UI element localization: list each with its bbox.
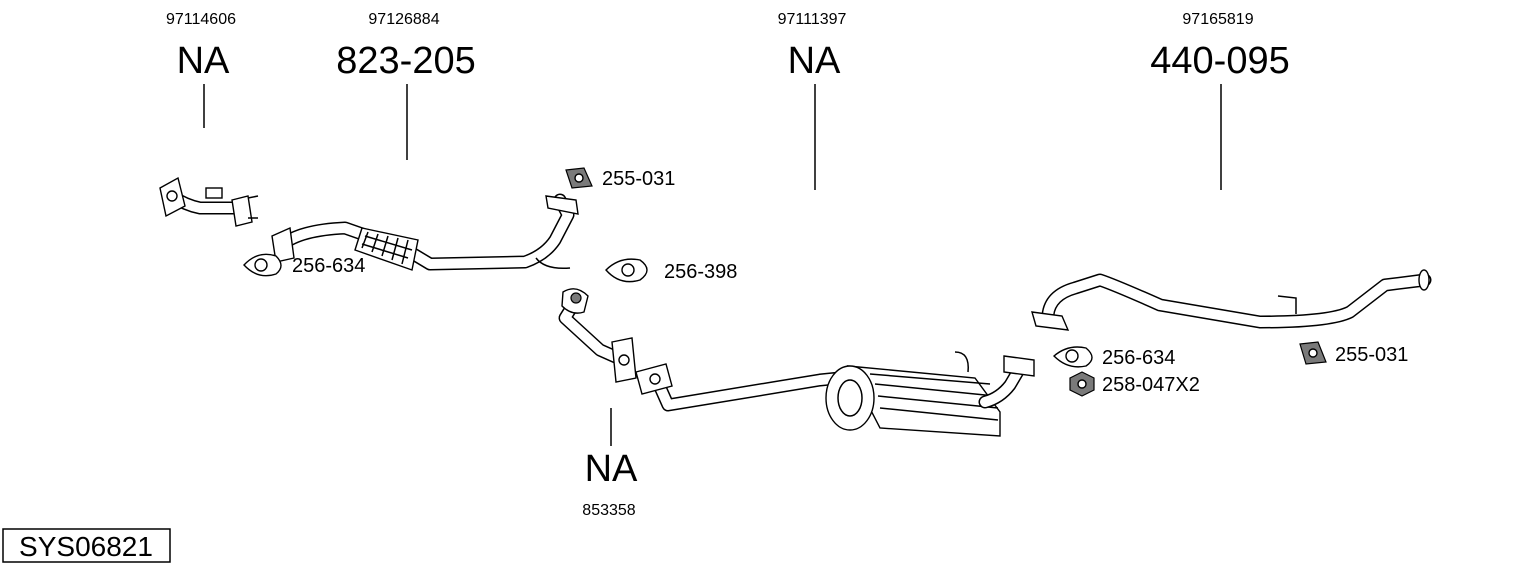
label-mount-right: 255-031 — [1335, 344, 1408, 366]
part-number-rear-pipe[interactable]: 440-095 — [1150, 40, 1289, 82]
oem-number-front-pipe: 97114606 — [166, 11, 236, 28]
nut-right[interactable] — [1069, 371, 1095, 397]
label-gasket-right: 256-634 — [1102, 347, 1175, 369]
part-number-down-pipe[interactable]: NA — [585, 448, 638, 490]
oem-number-flex-pipe: 97126884 — [368, 11, 439, 28]
front-pipe[interactable] — [159, 176, 259, 227]
oem-number-rear-pipe: 97165819 — [1182, 11, 1253, 28]
diagram-id-box: SYS06821 — [2, 528, 171, 563]
part-number-flex-pipe[interactable]: 823-205 — [336, 40, 475, 82]
middle-silencer[interactable] — [825, 351, 1035, 437]
intermediate-pipe[interactable] — [635, 363, 847, 412]
label-nut-right: 258-047X2 — [1102, 374, 1200, 396]
diagram-id: SYS06821 — [19, 531, 153, 562]
gasket-right[interactable] — [1052, 346, 1093, 368]
oem-number-down-pipe: 853358 — [582, 502, 635, 519]
rear-pipe[interactable] — [1031, 269, 1432, 331]
part-number-middle-silencer[interactable]: NA — [788, 40, 841, 82]
gasket-center[interactable] — [605, 258, 648, 283]
mount-right[interactable] — [1299, 341, 1327, 365]
oem-number-middle-silencer: 97111397 — [778, 11, 847, 28]
flex-braid — [354, 227, 419, 271]
part-number-front-pipe[interactable]: NA — [177, 40, 230, 82]
label-gasket-center: 256-398 — [664, 261, 737, 283]
gasket-left[interactable] — [243, 253, 282, 277]
label-mount-top: 255-031 — [602, 168, 675, 190]
label-gasket-left: 256-634 — [292, 255, 365, 277]
down-pipe[interactable] — [558, 288, 637, 383]
flex-pipe[interactable] — [271, 193, 579, 271]
mount-top[interactable] — [565, 167, 593, 189]
